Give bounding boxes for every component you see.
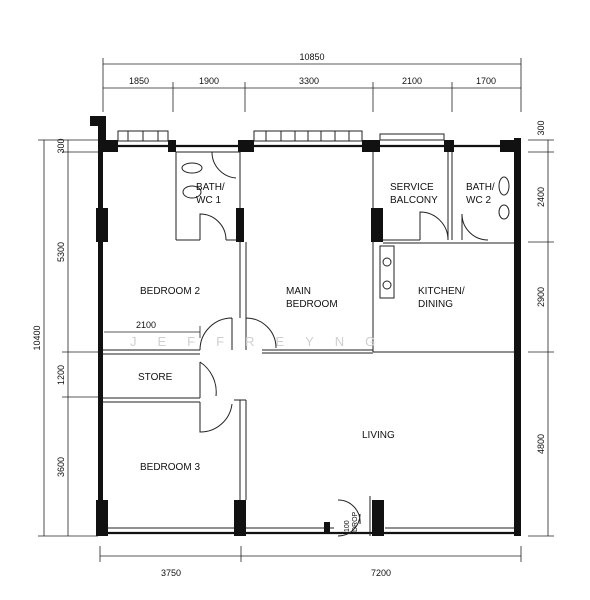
- room-label-kitchen-dining-line2: DINING: [418, 299, 453, 310]
- dim-bottom-seg-2: 7200: [371, 568, 391, 578]
- room-label-service-balcony-line2: BALCONY: [390, 195, 438, 206]
- dim-top-seg-1: 1850: [129, 76, 149, 86]
- room-label-bath-wc2-line2: WC 2: [466, 195, 491, 206]
- room-label-main-bedroom-line1: MAIN: [286, 286, 311, 297]
- dim-left-seg-2: 5300: [56, 242, 66, 262]
- dim-left-seg-3: 1200: [56, 365, 66, 385]
- toilet-wc1-icon: [181, 162, 203, 199]
- right-dimension-lines: [528, 139, 554, 537]
- left-dimension-lines: [38, 139, 98, 537]
- room-label-bath-wc1-line1: BATH/: [196, 182, 225, 193]
- refuse-drop-label-line1: 100: [344, 520, 351, 532]
- dim-inner-2100: 2100: [136, 320, 156, 330]
- dim-top-seg-2: 1900: [199, 76, 219, 86]
- doors: [199, 151, 489, 537]
- dim-bottom-seg-1: 3750: [161, 568, 181, 578]
- room-label-kitchen-dining-line1: KITCHEN/: [418, 286, 465, 297]
- top-windows: [117, 130, 445, 142]
- refuse-drop-label-line2: DROP: [352, 511, 359, 532]
- room-label-living: LIVING: [362, 430, 395, 441]
- room-label-main-bedroom-line2: BEDROOM: [286, 299, 338, 310]
- dim-left-total: 10400: [32, 325, 42, 350]
- interior-walls: [96, 151, 514, 500]
- top-dimension-lines: [102, 58, 522, 112]
- dim-right-seg-4: 4800: [536, 434, 546, 454]
- dim-top-total: 10850: [299, 52, 324, 62]
- bottom-dimension-lines: [99, 546, 522, 562]
- watermark: JEFFREYNG: [130, 334, 396, 349]
- dim-right-seg-3: 2900: [536, 287, 546, 307]
- toilet-wc2-icon: [498, 176, 510, 220]
- room-label-service-balcony-line1: SERVICE: [390, 182, 434, 193]
- room-label-bedroom-2: BEDROOM 2: [140, 286, 200, 297]
- dim-left-seg-4: 3600: [56, 457, 66, 477]
- dim-top-seg-4: 2100: [402, 76, 422, 86]
- room-label-bath-wc1-line2: WC 1: [196, 195, 221, 206]
- dim-top-seg-3: 3300: [299, 76, 319, 86]
- dim-right-seg-2: 2400: [536, 187, 546, 207]
- exterior-walls: [90, 116, 521, 536]
- dim-right-seg-1: 300: [536, 120, 546, 135]
- dim-top-seg-5: 1700: [476, 76, 496, 86]
- dim-left-seg-1: 300: [56, 138, 66, 153]
- room-label-bath-wc2-line1: BATH/: [466, 182, 495, 193]
- room-label-store: STORE: [138, 372, 173, 383]
- room-label-bedroom-3: BEDROOM 3: [140, 462, 200, 473]
